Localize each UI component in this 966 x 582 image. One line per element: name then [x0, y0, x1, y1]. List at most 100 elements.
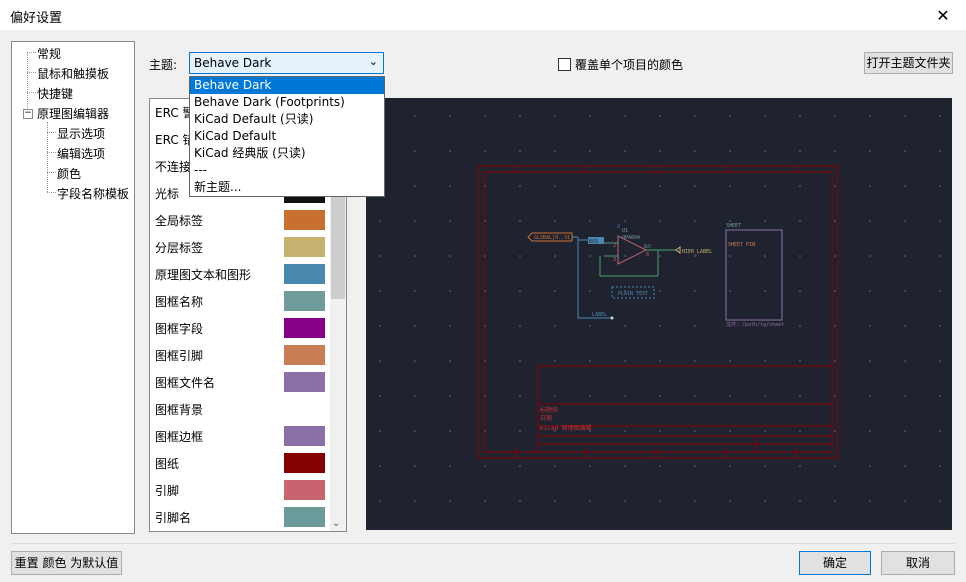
tree-connector	[27, 52, 28, 112]
color-swatch[interactable]	[284, 426, 325, 446]
color-swatch[interactable]	[284, 507, 325, 527]
theme-option-behave-dark-footprints[interactable]: Behave Dark (Footprints)	[194, 95, 345, 109]
color-row-pin-name[interactable]: 引脚名	[150, 504, 330, 531]
color-swatch[interactable]	[284, 399, 325, 419]
grid-dot	[904, 150, 906, 152]
color-swatch[interactable]	[284, 318, 325, 338]
color-row-hier-label[interactable]: 分层标签	[150, 234, 330, 261]
grid-dot	[764, 430, 766, 432]
tree-item-colors[interactable]: 颜色	[57, 167, 82, 181]
grid-dot	[939, 360, 941, 362]
color-label: 引脚名	[155, 511, 192, 525]
grid-dot	[729, 465, 731, 467]
grid-dot	[519, 325, 521, 327]
reset-colors-button[interactable]: 重置 颜色 为默认值	[11, 551, 122, 575]
grid-dot	[869, 115, 871, 117]
color-row-sheet-filename[interactable]: 图框文件名	[150, 369, 330, 396]
theme-option-kicad-default[interactable]: KiCad Default	[194, 129, 277, 143]
override-colors-checkbox[interactable]	[558, 58, 571, 71]
color-row-worksheet[interactable]: 图纸	[150, 450, 330, 477]
grid-dot	[659, 185, 661, 187]
scrollbar-thumb[interactable]	[331, 181, 345, 299]
tree-item-mouse-touchpad[interactable]: 鼠标和触摸板	[37, 67, 110, 81]
color-swatch[interactable]	[284, 291, 325, 311]
color-swatch[interactable]	[284, 453, 325, 473]
theme-option-kicad-classic[interactable]: KiCad 经典版 (只读)	[194, 146, 306, 160]
grid-dot	[659, 255, 661, 257]
grid-dot	[729, 185, 731, 187]
grid-dot	[694, 360, 696, 362]
grid-dot	[484, 255, 486, 257]
grid-dot	[484, 150, 486, 152]
grid-dot	[624, 115, 626, 117]
color-row-global-label[interactable]: 全局标签	[150, 207, 330, 234]
grid-dot	[414, 220, 416, 222]
grid-dot	[834, 395, 836, 397]
pin-number: 2	[613, 243, 616, 249]
tree-item-display-options[interactable]: 显示选项	[57, 127, 106, 141]
grid-dot	[589, 115, 591, 117]
tree-connector	[47, 122, 48, 192]
color-label: 图框文件名	[155, 376, 216, 390]
color-swatch[interactable]	[284, 210, 325, 230]
color-row-pin[interactable]: 引脚	[150, 477, 330, 504]
color-row-sheet-background[interactable]: 图框背景	[150, 396, 330, 423]
grid-dot	[729, 395, 731, 397]
color-row-sheet-name[interactable]: 图框名称	[150, 288, 330, 315]
tree-connector	[47, 132, 56, 133]
schematic-preview: 标题块 日期 KiCad 原理图编辑 GLOBAL[0..31] LABEL B…	[366, 98, 952, 530]
color-row-sheet-field[interactable]: 图框字段	[150, 315, 330, 342]
close-icon[interactable]: ✕	[936, 5, 950, 25]
grid-dot	[624, 290, 626, 292]
tree-item-hotkeys[interactable]: 快捷键	[37, 87, 74, 101]
theme-option-kicad-default-readonly[interactable]: KiCad Default (只读)	[194, 112, 314, 126]
tree-item-schematic-editor[interactable]: 原理图编辑器	[37, 107, 110, 121]
tree-item-general[interactable]: 常规	[37, 47, 62, 61]
window-title: 偏好设置	[10, 11, 63, 26]
theme-option-separator: ---	[194, 163, 207, 177]
tree-item-field-name-templates[interactable]: 字段名称模板	[57, 187, 130, 201]
color-label: 全局标签	[155, 214, 204, 228]
grid-dot	[519, 465, 521, 467]
scroll-down-icon[interactable]: ⌄	[332, 518, 341, 529]
override-colors-option[interactable]: 覆盖单个项目的颜色	[558, 56, 683, 73]
open-theme-folder-button[interactable]: 打开主题文件夹	[864, 52, 953, 74]
grid-dot	[659, 430, 661, 432]
grid-dot	[764, 360, 766, 362]
grid-dot	[869, 360, 871, 362]
grid-dot	[729, 220, 731, 222]
color-label: 图框字段	[155, 322, 204, 336]
grid-dot	[589, 150, 591, 152]
color-row-sheet-pin[interactable]: 图框引脚	[150, 342, 330, 369]
collapse-icon[interactable]: −	[23, 108, 33, 119]
color-swatch[interactable]	[284, 264, 325, 284]
ok-button[interactable]: 确定	[799, 551, 871, 575]
grid-dot	[799, 185, 801, 187]
tree-connector	[47, 192, 56, 193]
color-list-scrollbar[interactable]: ⌄	[330, 99, 346, 531]
title-bar: 偏好设置 ✕	[0, 0, 966, 30]
grid-dot	[414, 115, 416, 117]
pin-number: 6	[646, 252, 649, 258]
color-row-schematic-text[interactable]: 原理图文本和图形	[150, 261, 330, 288]
color-swatch[interactable]	[284, 372, 325, 392]
color-swatch[interactable]	[284, 480, 325, 500]
grid-dot	[834, 150, 836, 152]
grid-dot	[554, 255, 556, 257]
title-block	[537, 365, 833, 453]
color-swatch[interactable]	[284, 237, 325, 257]
grid-dot	[764, 465, 766, 467]
color-swatch[interactable]	[284, 345, 325, 365]
grid-dot	[589, 185, 591, 187]
grid-dot	[764, 115, 766, 117]
grid-dot	[694, 255, 696, 257]
color-row-sheet-border[interactable]: 图框边框	[150, 423, 330, 450]
grid-dot	[554, 360, 556, 362]
theme-option-new-theme[interactable]: 新主题...	[194, 180, 242, 194]
cancel-button[interactable]: 取消	[881, 551, 955, 575]
grid-dot	[799, 465, 801, 467]
grid-dot	[799, 430, 801, 432]
tree-item-editing-options[interactable]: 编辑选项	[57, 147, 106, 161]
theme-option-behave-dark[interactable]: Behave Dark	[190, 77, 384, 94]
theme-select[interactable]: Behave Dark ⌄	[189, 52, 384, 74]
